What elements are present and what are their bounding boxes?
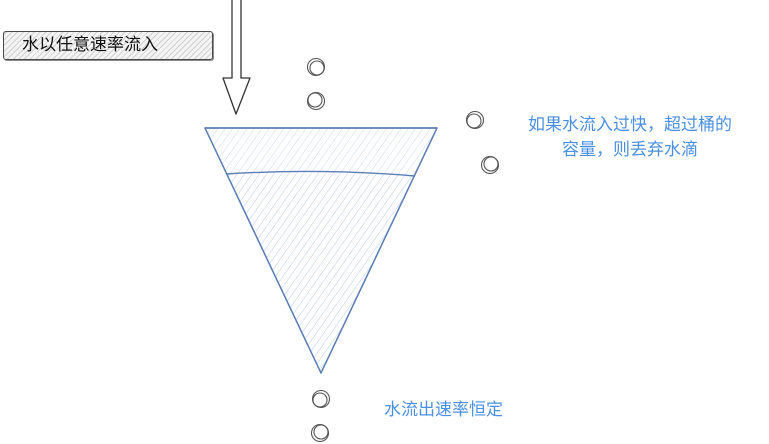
bucket-water: [227, 174, 415, 373]
bucket-interior: [205, 128, 437, 175]
water-drop-icon: [306, 57, 326, 77]
inflow-label: 水以任意速率流入: [22, 35, 158, 55]
arrow-down-icon: [222, 0, 251, 115]
outflow-label: 水流出速率恒定: [384, 400, 503, 420]
overflow-note-line-1: 如果水流入过快，超过桶的: [528, 115, 732, 135]
bucket: [204, 127, 438, 374]
water-drop-icon: [311, 389, 331, 409]
waterline: [225, 170, 416, 177]
water-drop-icon: [306, 91, 326, 111]
water-drop-icon: [465, 110, 485, 130]
water-drop-icon: [480, 155, 500, 175]
water-drop-icon: [310, 423, 330, 443]
inflow-label-box: [3, 31, 213, 60]
overflow-note-line-2: 容量，则丢弃水滴: [562, 140, 698, 160]
